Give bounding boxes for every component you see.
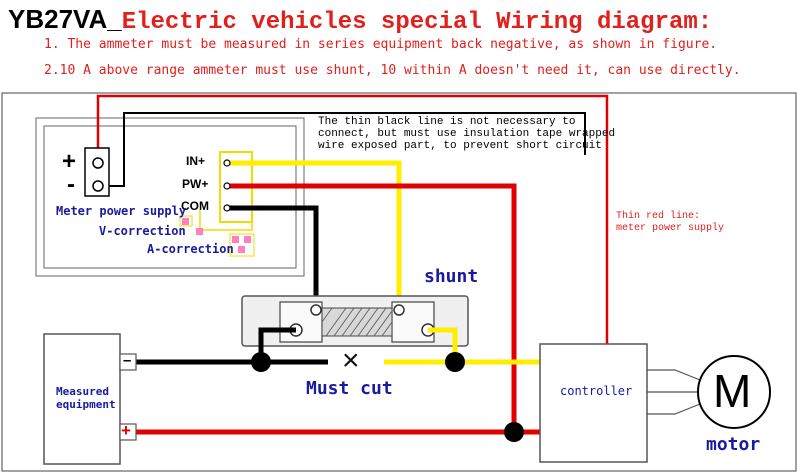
terminal-com — [223, 204, 231, 212]
junction-black — [251, 352, 271, 372]
thin-red-note-line: Thin red line: — [616, 211, 701, 222]
thin-black-note: The thin black line is not necessary to … — [318, 116, 615, 152]
title-model: YB27VA_ — [8, 4, 122, 34]
a-correction-pot — [229, 233, 255, 257]
black-com-wire — [227, 205, 319, 307]
thin-black-note-line: wire exposed part, to prevent short circ… — [318, 140, 602, 152]
panel-meter — [35, 117, 305, 277]
must-cut-label: Must cut — [306, 378, 393, 399]
controller-label: controller — [560, 384, 633, 398]
motor-circle — [697, 355, 771, 429]
label-com: COM — [181, 199, 209, 213]
controller-box — [539, 343, 648, 463]
motor-leads — [647, 369, 701, 415]
red-pw-wire — [227, 183, 517, 432]
label-meter-power-supply: Meter power supply — [56, 204, 187, 218]
title-text: Electric vehicles special Wiring diagram… — [121, 9, 713, 36]
diagram-border — [1, 92, 797, 472]
label-v-correction: V-correction — [99, 224, 186, 238]
thin-black-wire — [98, 112, 586, 187]
meter-plus-sign: + — [62, 148, 77, 175]
terminal-in-plus — [223, 159, 231, 167]
shunt — [241, 295, 469, 347]
thin-black-note-line: connect, but must use insulation tape wr… — [318, 128, 616, 140]
label-pw-plus: PW+ — [182, 177, 209, 191]
junction-red — [504, 422, 524, 442]
black-main-wire — [136, 327, 328, 365]
note-2: 2.10 A above range ammeter must use shun… — [44, 63, 741, 78]
yellow-signal-wire — [227, 160, 402, 307]
thin-red-note: Thin red line: meter power supply — [616, 211, 724, 235]
thin-black-note-line: The thin black line is not necessary to — [318, 116, 576, 128]
equipment-label-line2: equipment — [56, 398, 116, 411]
note-1: 1. The ammeter must be measured in serie… — [44, 37, 718, 52]
junction-yellow — [445, 352, 465, 372]
label-in-plus: IN+ — [186, 154, 206, 168]
meter-power-terminal — [84, 147, 110, 197]
thin-red-note-line: meter power supply — [616, 223, 725, 234]
measured-equipment-box — [43, 333, 137, 465]
terminal-pw-plus — [223, 182, 231, 190]
thin-red-wire — [96, 94, 609, 344]
v-correction-pot — [179, 215, 203, 235]
equipment-negative-terminal: – — [123, 352, 132, 369]
equipment-label-line1: Measured — [56, 385, 109, 398]
shunt-label: shunt — [424, 266, 479, 287]
meter-minus-sign: - — [67, 171, 75, 198]
diagram-title: YB27VA_Electric vehicles special Wiring … — [8, 4, 712, 36]
cut-mark: × — [342, 344, 360, 377]
motor-label: motor — [706, 434, 761, 455]
equipment-positive-terminal: + — [121, 421, 131, 440]
label-a-correction: A-correction — [147, 242, 234, 256]
motor-symbol: M — [713, 365, 752, 417]
